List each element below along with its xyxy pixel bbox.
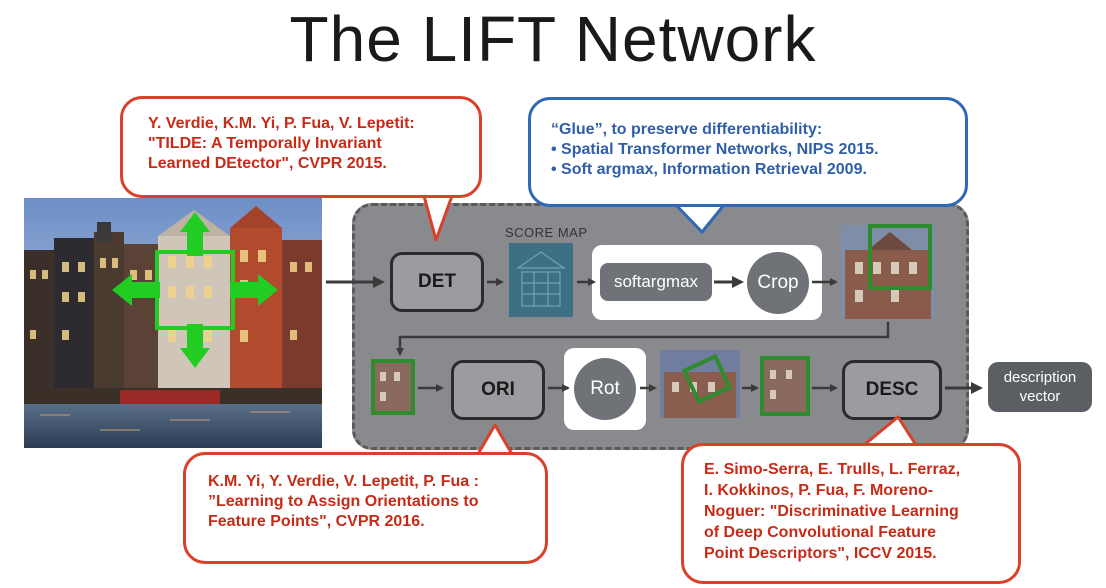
tilde-reference-callout: Y. Verdie, K.M. Yi, P. Fua, V. Lepetit: … — [120, 96, 482, 198]
softargmax-node: softargmax — [600, 263, 712, 301]
desc-ref-line4: of Deep Convolutional Feature — [704, 524, 937, 541]
tilde-ref-line2: "TILDE: A Temporally Invariant — [148, 135, 382, 152]
det-label: DET — [418, 271, 456, 292]
ori-reference-callout: K.M. Yi, Y. Verdie, V. Lepetit, P. Fua :… — [183, 452, 548, 564]
rotated-patch-image — [760, 356, 810, 416]
ori-ref-line2: ”Learning to Assign Orientations to — [208, 493, 479, 510]
desc-label: DESC — [865, 379, 919, 400]
page-title: The LIFT Network — [289, 3, 817, 75]
cropped-patch-image — [841, 224, 935, 319]
desc-reference-callout: E. Simo-Serra, E. Trulls, L. Ferraz, I. … — [681, 443, 1021, 584]
crop-label: Crop — [757, 272, 799, 293]
desc-ref-line3: Noguer: "Discriminative Learning — [704, 503, 959, 520]
score-map-label: SCORE MAP — [505, 225, 588, 240]
description-vector-line2: vector — [1019, 388, 1061, 405]
crop-node: Crop — [747, 252, 809, 314]
softargmax-label: softargmax — [613, 272, 699, 291]
ori-label: ORI — [481, 379, 515, 400]
score-map-image — [509, 243, 573, 317]
description-vector-line1: description — [1003, 369, 1077, 386]
tilde-ref-line1: Y. Verdie, K.M. Yi, P. Fua, V. Lepetit: — [148, 115, 415, 132]
det-node: DET — [390, 252, 484, 312]
desc-ref-line5: Point Descriptors", ICCV 2015. — [704, 545, 937, 562]
input-patch-image — [371, 359, 415, 415]
glue-ref-line3: • Soft argmax, Information Retrieval 200… — [551, 161, 867, 178]
rot-label: Rot — [590, 378, 620, 399]
ori-ref-line3: Feature Points", CVPR 2016. — [208, 513, 425, 530]
glue-reference-callout: “Glue”, to preserve differentiability: •… — [528, 97, 968, 207]
rot-node: Rot — [574, 358, 636, 420]
oriented-patch-image — [660, 350, 740, 418]
ori-ref-line1: K.M. Yi, Y. Verdie, V. Lepetit, P. Fua : — [208, 473, 479, 490]
desc-ref-line2: I. Kokkinos, P. Fua, F. Moreno- — [704, 482, 934, 499]
desc-node: DESC — [842, 360, 942, 420]
description-vector-node: description vector — [988, 362, 1092, 412]
ori-node: ORI — [451, 360, 545, 420]
tilde-ref-line3: Learned DEtector", CVPR 2015. — [148, 155, 387, 172]
glue-ref-line2: • Spatial Transformer Networks, NIPS 201… — [551, 141, 879, 158]
desc-ref-line1: E. Simo-Serra, E. Trulls, L. Ferraz, — [704, 461, 961, 478]
glue-ref-line1: “Glue”, to preserve differentiability: — [551, 121, 823, 138]
